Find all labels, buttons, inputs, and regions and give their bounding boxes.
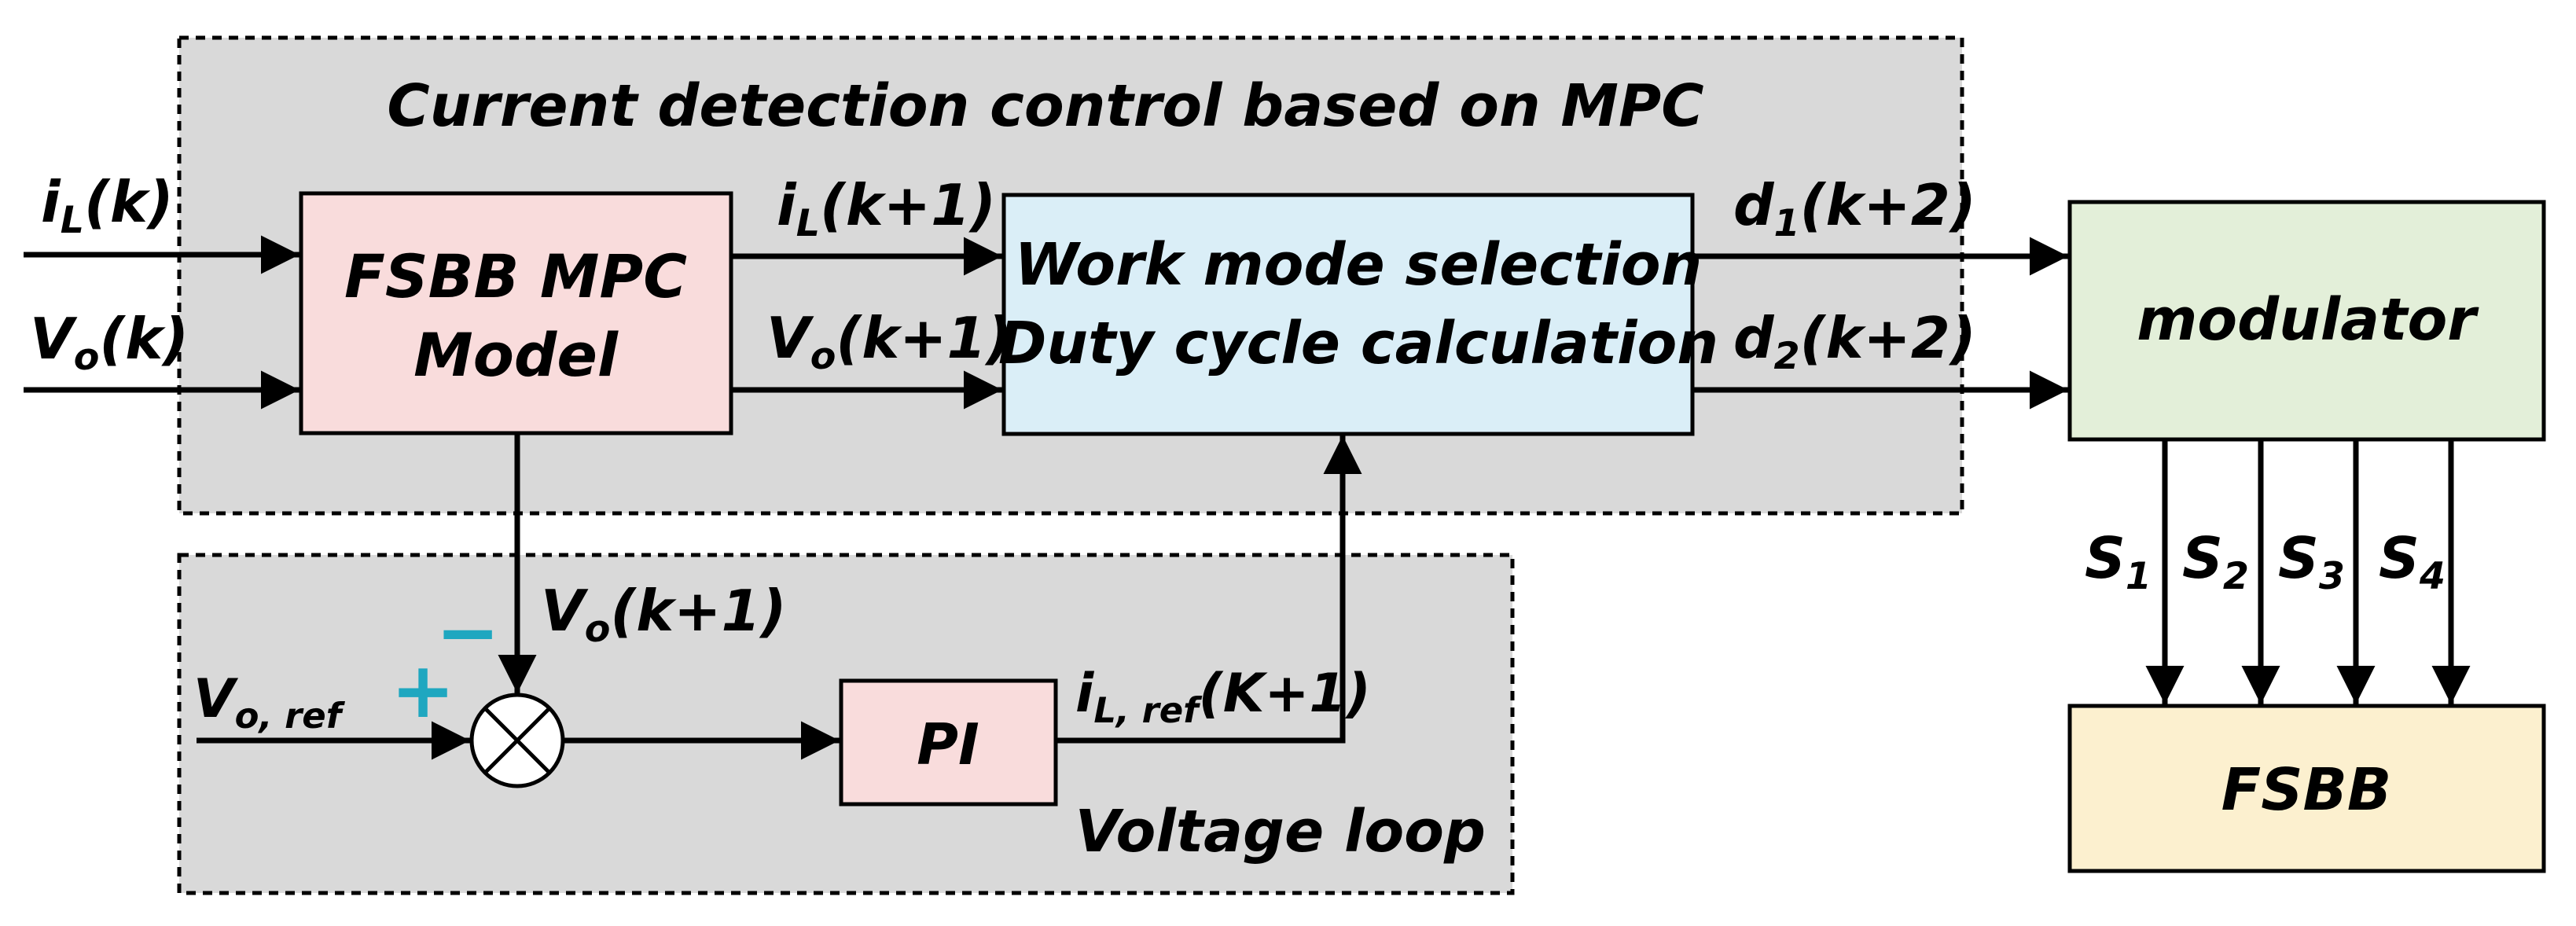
mpc-region-title: Current detection control based on MPC <box>387 72 1703 140</box>
d2-label: d2(k+2) <box>1733 305 1976 378</box>
modulator-block <box>2067 200 2546 442</box>
vo-k1-feedback-label: Vo(k+1) <box>541 578 787 651</box>
work-mode-line2: Duty cycle calculation <box>998 310 1718 377</box>
il-k1-label: iL(k+1) <box>777 172 996 245</box>
minus-sign: − <box>435 588 500 678</box>
vo-k-label: Vo(k) <box>30 306 189 379</box>
il-ref-label: iL, ref(K+1) <box>1075 663 1371 731</box>
voltage-loop-title: Voltage loop <box>1075 798 1486 865</box>
fsbb-mpc-model-line1: FSBB MPC <box>344 241 687 311</box>
fsbb-mpc-model-block <box>299 191 733 435</box>
s3-label: S3 <box>2278 525 2345 598</box>
s2-label: S2 <box>2182 525 2249 598</box>
modulator-label: modulator <box>2137 286 2479 354</box>
work-mode-block <box>1001 193 1695 436</box>
d1-label: d1(k+2) <box>1733 172 1976 245</box>
plus-sign: + <box>391 646 455 736</box>
s4-label: S4 <box>2379 525 2446 598</box>
il-k-label: iL(k) <box>41 169 174 242</box>
summing-junction <box>469 693 565 788</box>
s1-label: S1 <box>2085 525 2152 598</box>
pi-label: PI <box>917 711 979 777</box>
fsbb-block <box>2067 704 2546 873</box>
il-ref-arrow <box>1056 435 1362 744</box>
vo-ref-label: Vo, ref <box>193 668 346 737</box>
fsbb-label: FSBB <box>2221 756 2392 824</box>
fsbb-mpc-model-line2: Model <box>413 320 619 390</box>
vo-k1-label: Vo(k+1) <box>766 305 1012 378</box>
work-mode-line1: Work mode selection <box>1015 231 1703 299</box>
